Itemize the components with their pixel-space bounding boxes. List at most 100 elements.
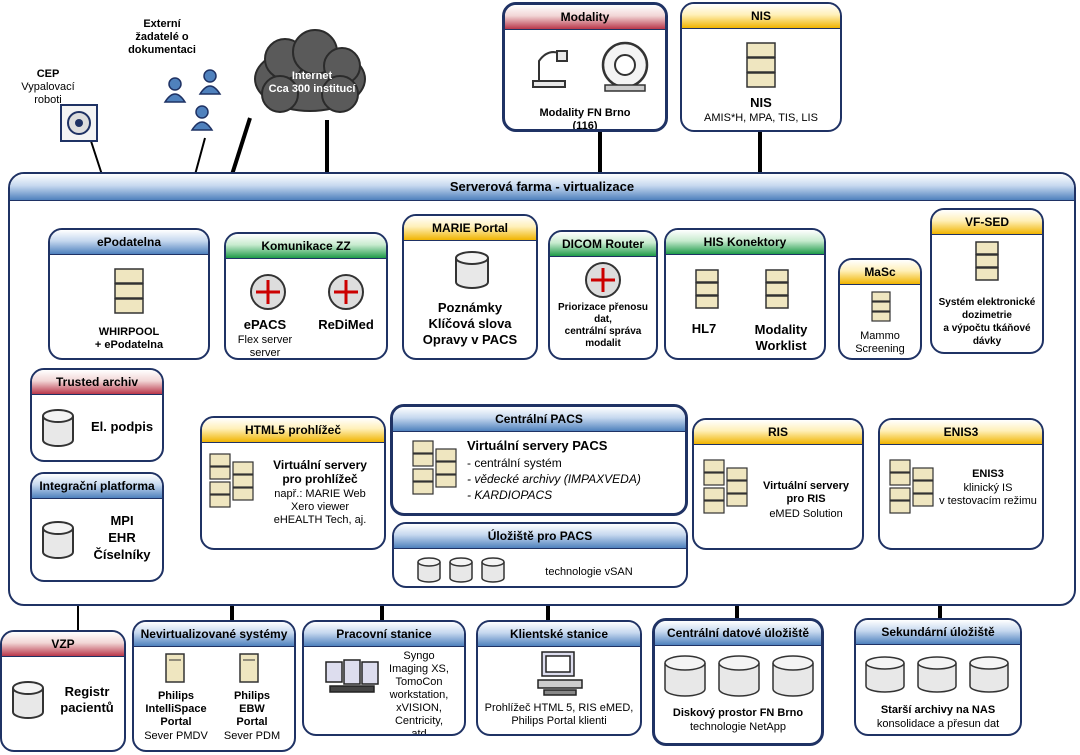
enis3-box: ENIS3 ENIS3 klinický IS v testovacím rež… <box>878 418 1044 550</box>
server-tower-icon <box>165 653 185 683</box>
enis3-title: ENIS3 <box>972 468 1004 480</box>
central-pacs-box: Centrální PACS Virtuální servery PACS - … <box>390 404 688 516</box>
server-cluster-icon <box>703 459 748 514</box>
router-icon <box>250 274 286 310</box>
workstations-header: Pracovní stanice <box>304 622 464 647</box>
server-icon <box>975 241 999 281</box>
nonvirtual-header: Nevirtualizované systémy <box>134 622 294 647</box>
nonvirtual-box: Nevirtualizované systémy Philips Intelli… <box>132 620 296 752</box>
desktop-pc-icon <box>537 651 583 696</box>
html5-title: Virtuální servery pro prohlížeč <box>273 458 367 486</box>
pacs-storage-header: Úložiště pro PACS <box>394 524 686 549</box>
central-pacs-line2: - vědecké archivy (IMPAXVEDA) <box>467 472 641 486</box>
masc-label: Mammo Screening <box>855 330 905 355</box>
his-header: HIS Konektory <box>666 230 824 255</box>
html5-box: HTML5 prohlížeč Virtuální servery pro pr… <box>200 416 386 550</box>
storage-disks-icon <box>865 656 1009 693</box>
html5-sub: např.: MARIE Web Xero viewer eHEALTH Tec… <box>273 488 367 526</box>
secondary-storage-title: Starší archivy na NAS <box>880 704 996 716</box>
ris-box: RIS Virtuální servery pro RIS eMED Solut… <box>692 418 864 550</box>
database-icon <box>42 409 74 447</box>
epacs-sub: Flex server server <box>237 334 293 359</box>
modality-worklist-label: Modality Worklist <box>754 322 808 353</box>
dicom-header: DICOM Router <box>550 232 656 257</box>
database-icon <box>455 251 489 289</box>
database-icon <box>42 521 74 559</box>
modality-box: Modality Modality FN Brno (116) <box>502 2 668 132</box>
client-stations-box: Klientské stanice Prohlížeč HTML 5, RIS … <box>476 620 642 736</box>
workstation-icon <box>325 659 379 693</box>
masc-header: MaSc <box>840 260 920 285</box>
client-stations-header: Klientské stanice <box>478 622 640 647</box>
ris-title: Virtuální servery pro RIS <box>762 480 849 505</box>
pacs-storage-label: technologie vSAN <box>545 566 633 578</box>
storage-disks-icon <box>417 557 505 583</box>
epodatelna-header: ePodatelna <box>50 230 208 255</box>
vzp-box: VZP Registr pacientů <box>0 630 126 752</box>
nis-header: NIS <box>682 4 840 29</box>
storage-disks-icon <box>664 655 814 697</box>
philips-isp-label: Philips IntelliSpace Portal <box>145 690 207 728</box>
integration-label: MPI EHR Číselníky <box>93 513 151 562</box>
server-icon <box>695 269 719 309</box>
komunikace-header: Komunikace ZZ <box>226 234 386 259</box>
html5-header: HTML5 prohlížeč <box>202 418 384 443</box>
modality-label: Modality FN Brno (116) <box>539 107 631 132</box>
integration-header: Integrační platforma <box>32 474 162 499</box>
philips-ebw-label: Philips EBW Portal <box>233 690 271 728</box>
central-pacs-line1: - centrální systém <box>467 456 562 470</box>
central-pacs-header: Centrální PACS <box>393 407 685 432</box>
server-tower-icon <box>239 653 259 683</box>
secondary-storage-header: Sekundární úložiště <box>856 620 1020 645</box>
internet-title: Internet <box>291 70 333 82</box>
central-pacs-title: Virtuální servery PACS <box>467 438 608 453</box>
vfsed-label: Systém elektronické dozimetrie a výpočtu… <box>938 297 1036 347</box>
hl7-label: HL7 <box>691 321 717 336</box>
epodatelna-label: WHIRPOOL + ePodatelna <box>94 326 164 351</box>
vzp-header: VZP <box>2 632 124 657</box>
server-cluster-icon <box>412 440 457 495</box>
ris-header: RIS <box>694 420 862 445</box>
workstations-box: Pracovní stanice Syngo Imaging XS, TomoC… <box>302 620 466 736</box>
komunikace-box: Komunikace ZZ ePACS Flex server server R… <box>224 232 388 360</box>
philips-ebw-sub: Sever PDM <box>223 730 281 742</box>
central-pacs-line3: - KARDIOPACS <box>467 488 553 502</box>
server-icon <box>114 268 144 314</box>
nis-sub: AMIS*H, MPA, TIS, LIS <box>704 112 818 124</box>
client-stations-label: Prohlížeč HTML 5, RIS eMED, Philips Port… <box>484 702 634 727</box>
database-icon <box>12 681 44 719</box>
philips-isp-sub: Sever PMDV <box>144 730 208 742</box>
central-storage-sub: technologie NetApp <box>689 721 786 733</box>
ris-sub: eMED Solution <box>769 508 843 520</box>
cep-sub: Vypalovací roboti <box>21 81 75 106</box>
secondary-storage-box: Sekundární úložiště Starší archivy na NA… <box>854 618 1022 736</box>
external-requesters-label: Externí žadatelé o dokumentaci <box>128 18 196 56</box>
central-storage-title: Diskový prostor FN Brno <box>672 707 804 719</box>
users-icon <box>163 69 222 131</box>
internet-sub: Cca 300 institucí <box>268 83 356 95</box>
router-icon <box>585 262 621 298</box>
dicom-label: Priorizace přenosu dat, centrální správa… <box>557 302 649 349</box>
trusted-label: El. podpis <box>90 419 154 434</box>
masc-box: MaSc Mammo Screening <box>838 258 922 360</box>
secondary-storage-sub: konsolidace a přesun dat <box>876 718 1000 730</box>
vfsed-header: VF-SED <box>932 210 1042 235</box>
internet-cloud-icon <box>254 29 366 113</box>
central-storage-box: Centrální datové úložiště Diskový prosto… <box>652 618 824 746</box>
marie-box: MARIE Portal Poznámky Klíčová slova Opra… <box>402 214 538 360</box>
enis3-sub: klinický IS v testovacím režimu <box>939 482 1037 507</box>
vzp-label: Registr pacientů <box>60 684 114 715</box>
ct-scanner-icon <box>601 41 649 92</box>
central-storage-header: Centrální datové úložiště <box>655 621 821 646</box>
epodatelna-box: ePodatelna WHIRPOOL + ePodatelna <box>48 228 210 360</box>
workstations-label: Syngo Imaging XS, TomoCon workstation, x… <box>389 650 449 736</box>
redimed-label: ReDiMed <box>318 317 374 332</box>
server-icon <box>746 42 776 88</box>
marie-header: MARIE Portal <box>404 216 536 241</box>
nis-box: NIS NIS AMIS*H, MPA, TIS, LIS <box>680 2 842 132</box>
server-farm-header: Serverová farma - virtualizace <box>10 174 1074 201</box>
server-cluster-icon <box>209 453 254 508</box>
server-icon <box>871 291 891 322</box>
vfsed-box: VF-SED Systém elektronické dozimetrie a … <box>930 208 1044 354</box>
trusted-box: Trusted archiv El. podpis <box>30 368 164 462</box>
